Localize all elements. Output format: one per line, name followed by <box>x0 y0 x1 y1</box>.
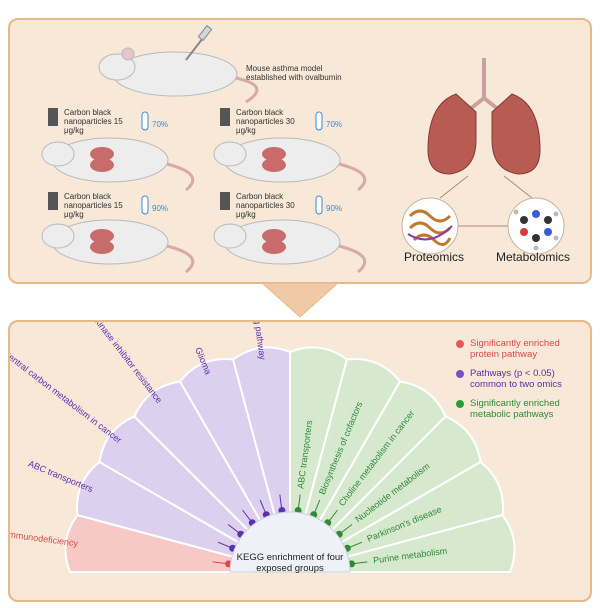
kegg-hub <box>229 511 351 573</box>
exposure-mouse-1 <box>41 108 195 192</box>
lungs-illustration <box>427 58 541 227</box>
molecule-structure-icon <box>507 197 565 255</box>
pathway-label: Primary immunodeficiency <box>10 525 79 549</box>
exposure-mouse-2 <box>213 108 367 192</box>
pathway-label: ABC transporters <box>27 458 95 494</box>
group-1-humidity: 70% <box>152 120 169 129</box>
group-4-humidity: 90% <box>326 204 343 213</box>
pathway-label: EGFR tyrosine kinase inhibitor resistanc… <box>56 322 164 405</box>
experiment-design-panel: Mouse asthma model established with oval… <box>8 18 592 284</box>
pathway-label: Central carbon metabolism in cancer <box>10 348 124 445</box>
legend-item-common: Pathways (p < 0.05) common to two omics <box>456 368 588 390</box>
flow-arrow <box>262 283 338 318</box>
asthma-model-mouse-illustration <box>98 24 259 104</box>
group-1-label: Carbon black nanoparticles 15 μg/kg <box>64 108 123 135</box>
exposure-mouse-4 <box>213 192 367 274</box>
group-3-label: Carbon black nanoparticles 15 μg/kg <box>64 192 123 219</box>
kegg-panel: Primary immunodeficiency ABC transporters… <box>8 320 592 602</box>
fan-segment <box>325 513 516 573</box>
red-dot-icon <box>456 340 464 348</box>
asthma-model-label: Mouse asthma model established with oval… <box>246 64 342 82</box>
group-4-label: Carbon black nanoparticles 30 μg/kg <box>236 192 295 219</box>
group-3-humidity: 90% <box>152 204 169 213</box>
kegg-center-label: KEGG enrichment of four exposed groups <box>236 552 344 574</box>
metabolomics-label: Metabolomics <box>496 250 571 264</box>
top-illustrations <box>41 24 565 274</box>
legend-item-metabolic: Significantly enriched metabolic pathway… <box>456 398 588 420</box>
kegg-fan-diagram: Primary immunodeficiency ABC transporters… <box>10 322 516 573</box>
group-2-humidity: 70% <box>326 120 343 129</box>
group-2-label: Carbon black nanoparticles 30 μg/kg <box>236 108 295 135</box>
protein-structure-icon <box>401 197 459 255</box>
exposure-mouse-3 <box>41 192 195 274</box>
legend-item-protein: Significantly enriched protein pathway <box>456 338 588 360</box>
proteomics-label: Proteomics <box>404 250 465 264</box>
green-dot-icon <box>456 400 464 408</box>
legend: Significantly enriched protein pathway P… <box>456 338 588 428</box>
purple-dot-icon <box>456 370 464 378</box>
